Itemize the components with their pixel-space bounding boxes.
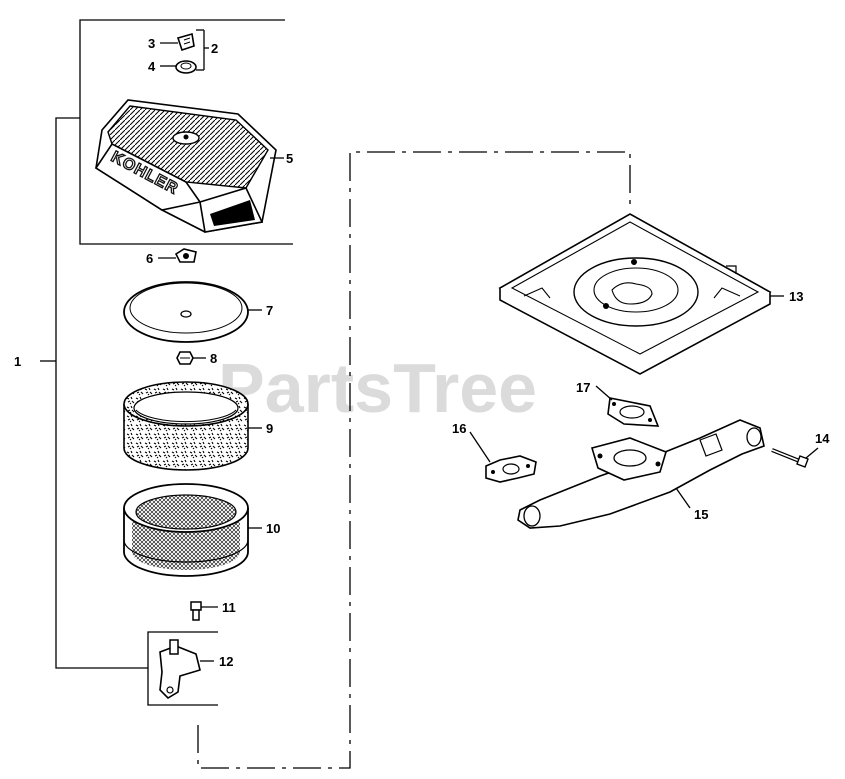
callout-12: 12 [219, 654, 233, 669]
stud-part-11 [190, 601, 218, 621]
callout-6: 6 [146, 251, 153, 266]
nut-part-8 [176, 351, 206, 365]
callout-13: 13 [789, 289, 803, 304]
callout-14: 14 [815, 431, 830, 446]
grommet-part-4 [160, 60, 197, 74]
filter-element-part-10 [123, 483, 262, 577]
callout-4: 4 [148, 59, 156, 74]
callout-labels: 1 2 3 4 5 6 7 8 9 10 11 12 13 14 15 16 1… [14, 36, 830, 669]
air-cleaner-cover-part-5: KOHLER [94, 99, 284, 233]
cap-screw-part-3 [160, 32, 195, 52]
base-plate-part-13 [498, 213, 784, 375]
callout-1: 1 [14, 354, 21, 369]
callout-17: 17 [576, 380, 590, 395]
bracket-part-12 [159, 639, 214, 700]
watermark: PartsTree [218, 349, 537, 427]
callout-2: 2 [211, 41, 218, 56]
callout-10: 10 [266, 521, 280, 536]
cover-plate-part-7 [123, 281, 262, 343]
gasket-part-17 [595, 385, 660, 427]
callout-11: 11 [222, 600, 236, 615]
callout-8: 8 [210, 351, 217, 366]
kit-bracket-lines [40, 19, 631, 769]
wing-nut-part-6 [158, 248, 197, 263]
gasket-part-16 [469, 431, 537, 483]
precleaner-part-9 [123, 381, 262, 471]
callout-3: 3 [148, 36, 155, 51]
callout-5: 5 [286, 151, 293, 166]
intake-manifold-part-15 [517, 419, 765, 529]
bolt-part-14 [771, 447, 819, 468]
callout-7: 7 [266, 303, 273, 318]
callout-15: 15 [694, 507, 708, 522]
callout-16: 16 [452, 421, 466, 436]
callout-9: 9 [266, 421, 273, 436]
